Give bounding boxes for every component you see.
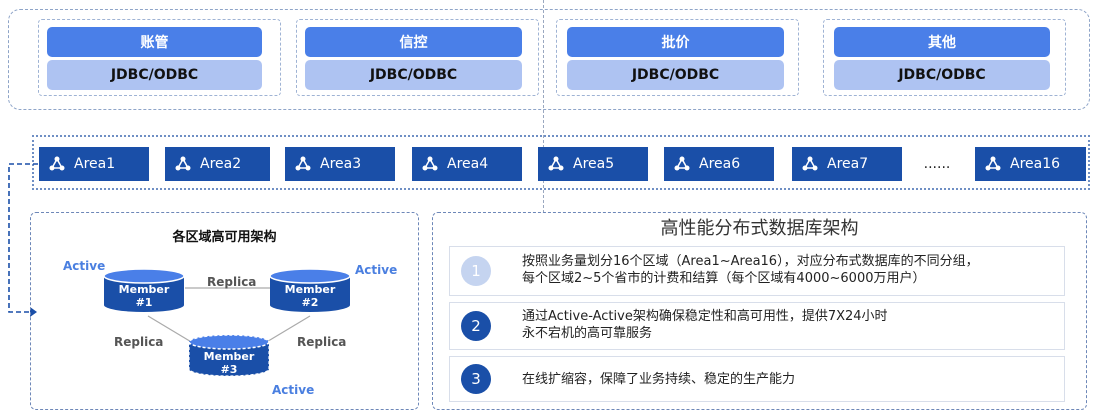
system-driver-3: JDBC/ODBC: [567, 60, 784, 90]
center-divider: [543, 0, 544, 213]
member-3-status: Active: [272, 383, 315, 397]
summary-panel: [432, 212, 1087, 410]
area-label: Area7: [827, 156, 869, 172]
member-2-label: Member #2: [284, 283, 336, 309]
item-number-2: 2: [461, 311, 491, 341]
item-text-2: 通过Active-Active架构确保稳定性和高可用性，提供7X24小时 永不宕…: [522, 309, 888, 341]
system-driver-2: JDBC/ODBC: [305, 60, 522, 90]
ha-title: 各区域高可用架构: [172, 230, 277, 245]
cluster-icon: [548, 156, 564, 171]
item-text-3: 在线扩缩容，保障了业务持续、稳定的生产能力: [522, 372, 796, 387]
area-label: Area5: [573, 156, 615, 172]
area-connector: [8, 163, 38, 317]
summary-item-3: [449, 356, 1065, 402]
replica-label-23: Replica: [297, 335, 347, 349]
cluster-icon: [49, 156, 65, 171]
cluster-icon: [175, 156, 191, 171]
summary-item-1: [449, 246, 1065, 296]
cluster-icon: [422, 156, 438, 171]
cluster-icon: [674, 156, 690, 171]
systems-panel: [8, 9, 1090, 110]
area-label: Area1: [74, 156, 116, 172]
area-label: Area4: [447, 156, 489, 172]
replica-label-12: Replica: [207, 275, 257, 289]
area-6[interactable]: Area6: [664, 147, 774, 181]
system-name-4[interactable]: 其他: [834, 27, 1050, 57]
area-16[interactable]: Area16: [975, 147, 1086, 181]
areas-row: [32, 135, 1090, 190]
system-group-4: [823, 19, 1066, 96]
area-label: Area2: [200, 156, 242, 172]
area-2[interactable]: Area2: [165, 147, 270, 181]
system-driver-1: JDBC/ODBC: [47, 60, 262, 90]
member-1-status: Active: [63, 259, 106, 273]
system-group-2: [296, 19, 539, 96]
system-driver-4: JDBC/ODBC: [834, 60, 1050, 90]
area-1[interactable]: Area1: [39, 147, 149, 181]
ha-diagram: [103, 268, 351, 377]
cluster-icon: [802, 156, 818, 171]
member-1-cylinder: [103, 268, 185, 312]
area-label: Area16: [1010, 156, 1061, 172]
item-number-1: 1: [461, 256, 491, 286]
area-5[interactable]: Area5: [538, 147, 648, 181]
area-label: Area6: [699, 156, 741, 172]
item-text-1: 按照业务量划分16个区域（Area1~Area16），对应分布式数据库的不同分组…: [522, 254, 979, 286]
system-group-1: [38, 19, 281, 96]
member-1-label: Member #1: [118, 283, 170, 309]
area-ellipsis: ......: [923, 156, 951, 172]
member-2-cylinder: [269, 268, 351, 312]
area-7[interactable]: Area7: [792, 147, 902, 181]
system-name-3[interactable]: 批价: [567, 27, 784, 57]
summary-title: 高性能分布式数据库架构: [660, 218, 859, 239]
ha-panel: [30, 212, 419, 410]
cluster-icon: [295, 156, 311, 171]
replica-label-13: Replica: [114, 335, 164, 349]
member-3-label: Member #3: [203, 350, 255, 376]
system-name-2[interactable]: 信控: [305, 27, 522, 57]
member-2-status: Active: [355, 263, 398, 277]
area-label: Area3: [320, 156, 362, 172]
system-group-3: [556, 19, 799, 96]
area-3[interactable]: Area3: [285, 147, 395, 181]
item-number-3: 3: [461, 364, 491, 394]
summary-item-2: [449, 302, 1065, 350]
member-3-cylinder: [188, 334, 270, 377]
cluster-icon: [985, 156, 1001, 171]
area-4[interactable]: Area4: [412, 147, 522, 181]
system-name-1[interactable]: 账管: [47, 27, 262, 57]
